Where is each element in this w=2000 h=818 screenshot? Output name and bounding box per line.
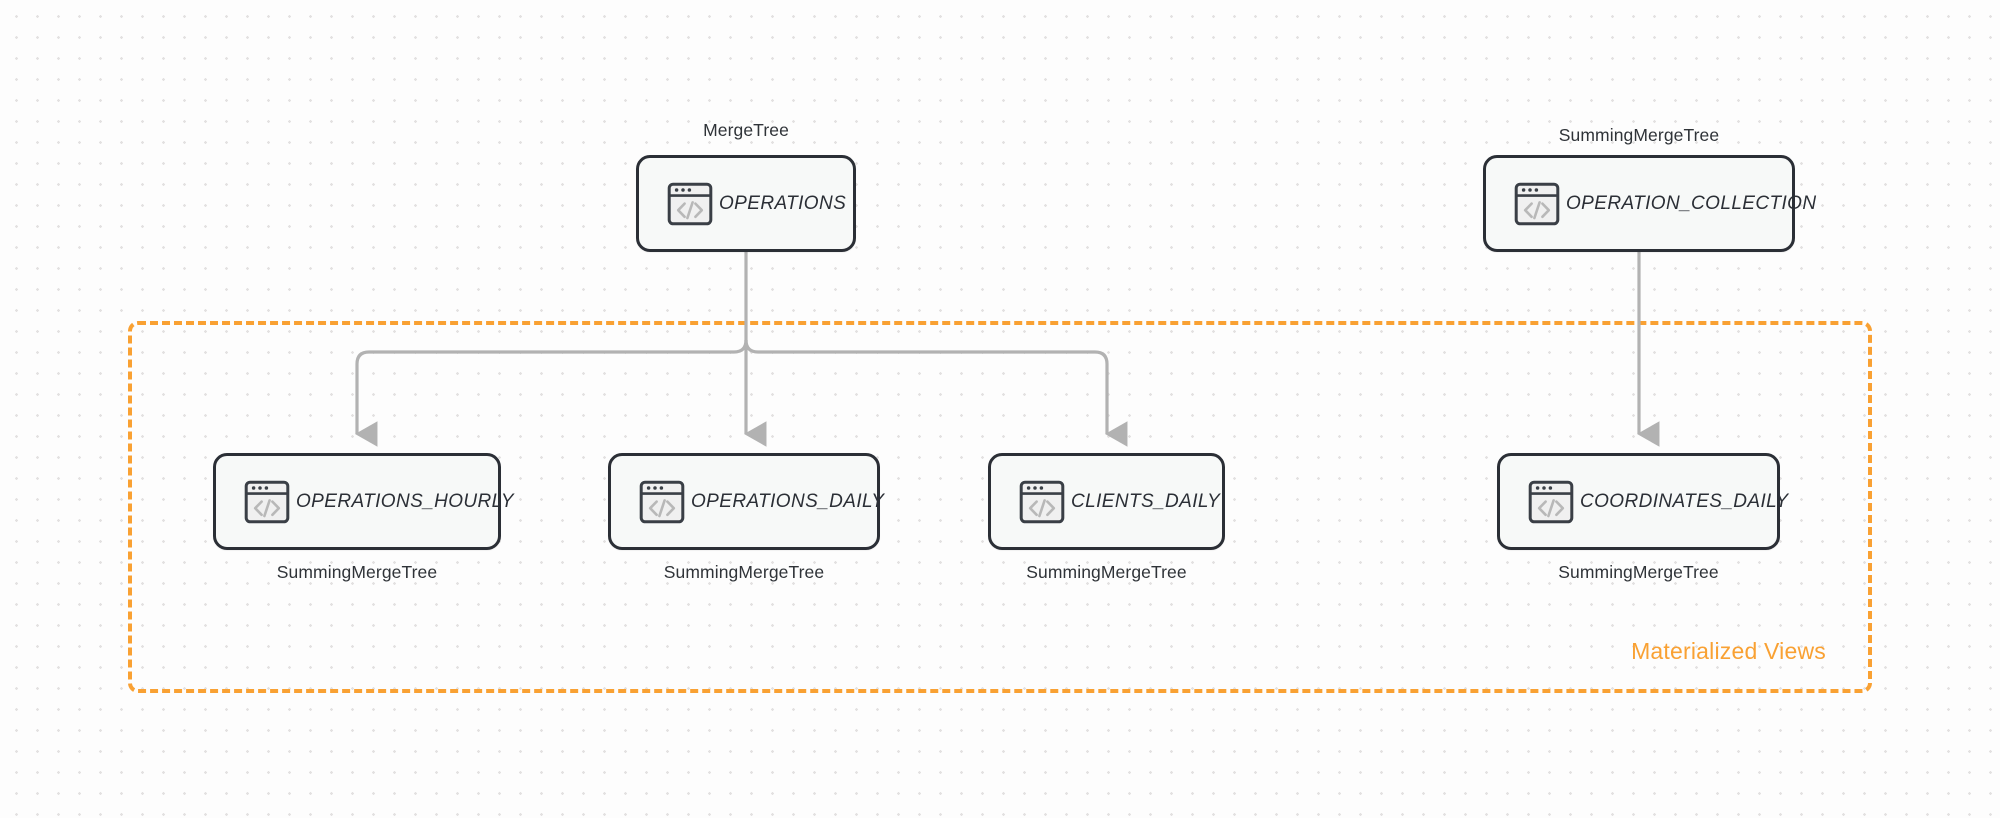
node-operations[interactable]: OPERATIONS	[636, 155, 856, 252]
node-label: OPERATION_COLLECTION	[1566, 192, 1817, 214]
node-operations-daily[interactable]: OPERATIONS_DAILY	[608, 453, 884, 550]
code-window-icon	[1514, 182, 1560, 226]
materialized-views-group-label: Materialized Views	[1631, 638, 1826, 664]
node-label: CLIENTS_DAILY	[1071, 490, 1221, 512]
node-label: OPERATIONS_HOURLY	[296, 490, 514, 512]
engine-caption-operations: MergeTree	[703, 120, 789, 140]
code-window-icon	[1528, 480, 1574, 524]
node-operations-hourly[interactable]: OPERATIONS_HOURLY	[213, 453, 514, 550]
code-window-icon	[639, 480, 685, 524]
materialized-views-group: Materialized Views	[128, 321, 1872, 693]
node-operation-collection[interactable]: OPERATION_COLLECTION	[1483, 155, 1816, 252]
code-window-icon	[1019, 480, 1065, 524]
node-coordinates-daily[interactable]: COORDINATES_DAILY	[1497, 453, 1788, 550]
code-window-icon	[667, 182, 713, 226]
node-label: COORDINATES_DAILY	[1580, 490, 1789, 512]
engine-caption-clients-daily: SummingMergeTree	[1026, 562, 1187, 582]
node-label: OPERATIONS	[719, 192, 847, 214]
engine-caption-operations-hourly: SummingMergeTree	[276, 562, 438, 582]
engine-caption-operation-collection: SummingMergeTree	[1558, 125, 1720, 145]
engine-caption-coordinates-daily: SummingMergeTree	[1558, 562, 1719, 582]
node-label: OPERATIONS_DAILY	[691, 490, 885, 512]
code-window-icon	[244, 480, 290, 524]
engine-caption-operations-daily: SummingMergeTree	[663, 562, 825, 582]
node-clients-daily[interactable]: CLIENTS_DAILY	[988, 453, 1225, 550]
